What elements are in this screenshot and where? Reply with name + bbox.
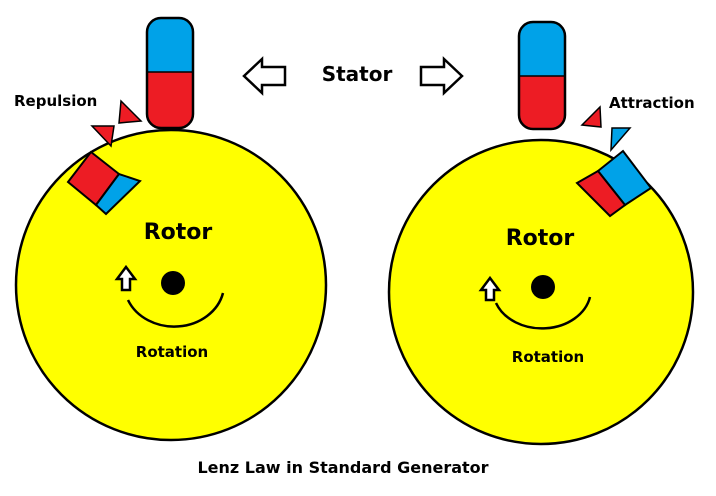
right-rotor-label: Rotor [506, 226, 575, 251]
left-stator-blue-pole [147, 18, 193, 72]
right-stator-blue-pole [519, 22, 565, 76]
left-generator [14, 16, 328, 442]
left-repulsion-marker-bottom [90, 125, 115, 148]
right-rotor-hub [531, 275, 555, 299]
right-attraction-marker-red [580, 105, 602, 128]
left-rotor-label: Rotor [144, 220, 213, 245]
right-stator-red-pole [519, 76, 565, 129]
left-rotation-arrow-icon [114, 264, 138, 292]
left-rotor-blue-pole [94, 172, 142, 216]
right-stator-magnet [517, 20, 567, 131]
right-attraction-marker-blue [610, 127, 632, 153]
right-generator [387, 20, 695, 446]
stator-label: Stator [322, 62, 393, 86]
right-rotation-arrow-icon [478, 275, 502, 302]
left-rotor-magnet [66, 150, 142, 216]
right-rotor-red-pole [575, 169, 627, 218]
left-rotation-arc [126, 292, 225, 328]
stator-right-arrow-icon [419, 56, 464, 96]
left-repulsion-marker-top [118, 99, 143, 124]
diagram-caption: Lenz Law in Standard Generator [197, 458, 488, 477]
left-rotation-label: Rotation [136, 343, 208, 361]
left-rotor-hub [161, 271, 185, 295]
stator-left-arrow-icon [242, 56, 287, 96]
right-rotor-magnet [575, 149, 653, 218]
repulsion-label: Repulsion [14, 92, 97, 110]
left-stator-magnet [145, 16, 195, 130]
right-rotation-label: Rotation [512, 348, 584, 366]
right-rotation-arc [494, 296, 592, 330]
left-stator-red-pole [147, 72, 193, 128]
attraction-label: Attraction [609, 94, 695, 112]
